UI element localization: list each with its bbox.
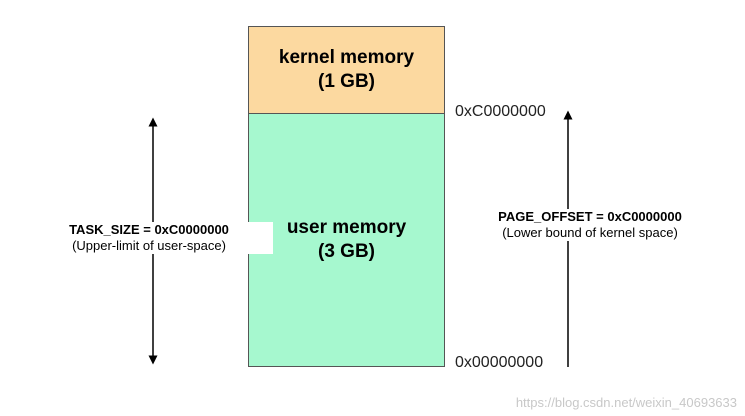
address-top-label: 0xC0000000	[455, 103, 546, 120]
user-memory-label: user memory	[286, 217, 407, 238]
user-memory-block: user memory (3 GB)	[248, 113, 445, 367]
kernel-memory-size: (1 GB)	[318, 71, 375, 92]
kernel-memory-block: kernel memory (1 GB)	[248, 26, 445, 114]
page-offset-annotation: PAGE_OFFSET = 0xC0000000 (Lower bound of…	[460, 209, 720, 241]
page-offset-description: (Lower bound of kernel space)	[502, 225, 678, 240]
task-size-title: TASK_SIZE = 0xC0000000	[69, 222, 229, 237]
page-offset-title: PAGE_OFFSET = 0xC0000000	[498, 209, 682, 224]
watermark-text: https://blog.csdn.net/weixin_40693633	[515, 395, 737, 410]
kernel-memory-label: kernel memory	[278, 47, 415, 68]
task-size-description: (Upper-limit of user-space)	[72, 238, 226, 253]
address-bottom-label: 0x00000000	[455, 354, 544, 371]
task-size-annotation: TASK_SIZE = 0xC0000000 (Upper-limit of u…	[25, 222, 273, 254]
user-memory-size: (3 GB)	[318, 241, 375, 262]
